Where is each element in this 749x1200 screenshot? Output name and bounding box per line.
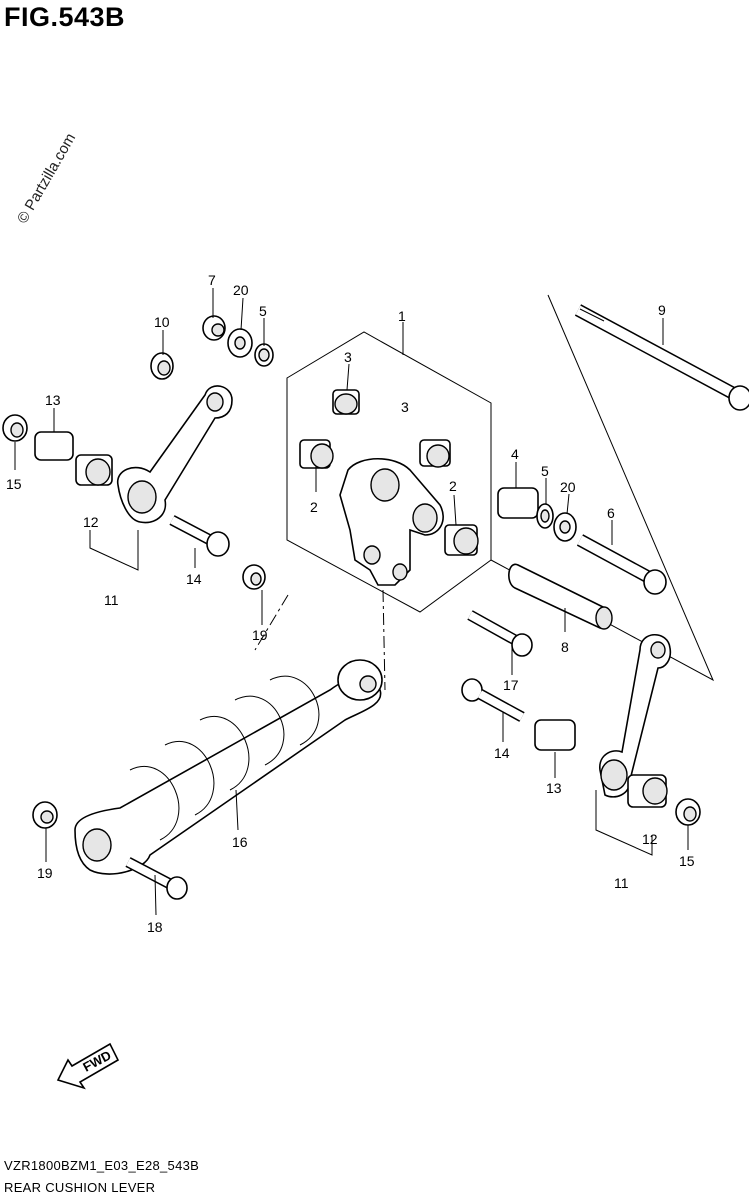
part-13-collar-right bbox=[534, 719, 576, 751]
part-18-bolt bbox=[125, 857, 188, 900]
figure-title: FIG.543B bbox=[4, 2, 126, 32]
callout-8: 8 bbox=[561, 639, 569, 655]
part-9-long-bolt bbox=[574, 304, 749, 411]
callout-12a: 12 bbox=[83, 514, 99, 530]
callout-15b: 15 bbox=[679, 853, 695, 869]
diagram-code: VZR1800BZM1_E03_E28_543B bbox=[4, 1158, 200, 1173]
callout-2a: 2 bbox=[310, 499, 318, 515]
part-8-spacer bbox=[508, 563, 613, 630]
part-15-nut-left bbox=[2, 414, 28, 442]
callout-3a: 3 bbox=[344, 349, 352, 365]
callout-2b: 2 bbox=[449, 478, 457, 494]
leader-lines bbox=[14, 288, 689, 916]
fwd-arrow-icon: FWD bbox=[56, 1042, 120, 1090]
part-5-ring-right bbox=[536, 503, 554, 529]
callout-7: 7 bbox=[208, 272, 216, 288]
callout-5b: 5 bbox=[541, 463, 549, 479]
callout-20b: 20 bbox=[560, 479, 576, 495]
callout-11b: 11 bbox=[614, 875, 629, 891]
callout-14b: 14 bbox=[494, 745, 510, 761]
callout-1: 1 bbox=[398, 308, 406, 324]
centerline-lever bbox=[382, 589, 386, 691]
part-14-bolt-left bbox=[169, 515, 230, 557]
part-11-rod-right bbox=[599, 634, 672, 798]
callout-19a: 19 bbox=[252, 627, 268, 643]
part-6-bolt bbox=[576, 534, 667, 595]
part-5-ring-top bbox=[254, 343, 274, 367]
part-15-nut-right bbox=[675, 798, 701, 826]
bracket-11-right bbox=[595, 790, 653, 856]
callout-13a: 13 bbox=[45, 392, 61, 408]
part-11-rod-left bbox=[117, 385, 233, 524]
callout-15a: 15 bbox=[6, 476, 22, 492]
part-12-bearing-right bbox=[627, 774, 668, 808]
callout-20a: 20 bbox=[233, 282, 249, 298]
bracket-11-left bbox=[89, 530, 139, 571]
part-2-bearing-b bbox=[444, 524, 479, 556]
part-7-nut-top bbox=[202, 315, 226, 341]
centerline-shock bbox=[254, 594, 289, 651]
part-13-collar-left bbox=[34, 431, 74, 461]
callout-5a: 5 bbox=[259, 303, 267, 319]
callout-14a: 14 bbox=[186, 571, 202, 587]
part-17-bolt bbox=[467, 610, 533, 657]
part-2-bearing-a bbox=[299, 439, 334, 469]
callout-9: 9 bbox=[658, 302, 666, 318]
part-19-nut-top bbox=[242, 564, 266, 590]
part-12-bearing-left bbox=[75, 454, 113, 486]
part-4-collar bbox=[497, 487, 539, 519]
callout-6: 6 bbox=[607, 505, 615, 521]
part-3-bearing-b bbox=[419, 439, 451, 468]
callout-labels: 1 2 2 3 3 4 5 5 6 7 8 9 10 11 11 12 12 1… bbox=[6, 272, 695, 935]
part-19-nut-lower bbox=[32, 801, 58, 829]
part-14-bolt-right bbox=[461, 678, 525, 722]
callout-3b: 3 bbox=[401, 399, 409, 415]
callout-13b: 13 bbox=[546, 780, 562, 796]
callout-10: 10 bbox=[154, 314, 170, 330]
part-3-bearing-a bbox=[332, 389, 360, 415]
callout-16: 16 bbox=[232, 834, 248, 850]
part-10-nut bbox=[150, 352, 174, 380]
callout-19b: 19 bbox=[37, 865, 53, 881]
diagram-name: REAR CUSHION LEVER bbox=[4, 1180, 156, 1195]
part-20-washer-top bbox=[227, 328, 253, 358]
callout-11a: 11 bbox=[104, 592, 119, 608]
part-20-washer-right bbox=[553, 512, 577, 542]
part-16-shock-absorber bbox=[74, 659, 383, 875]
callout-18: 18 bbox=[147, 919, 163, 935]
part-1-cushion-lever bbox=[339, 458, 444, 586]
callout-4: 4 bbox=[511, 446, 519, 462]
callout-12b: 12 bbox=[642, 831, 658, 847]
callout-17: 17 bbox=[503, 677, 519, 693]
